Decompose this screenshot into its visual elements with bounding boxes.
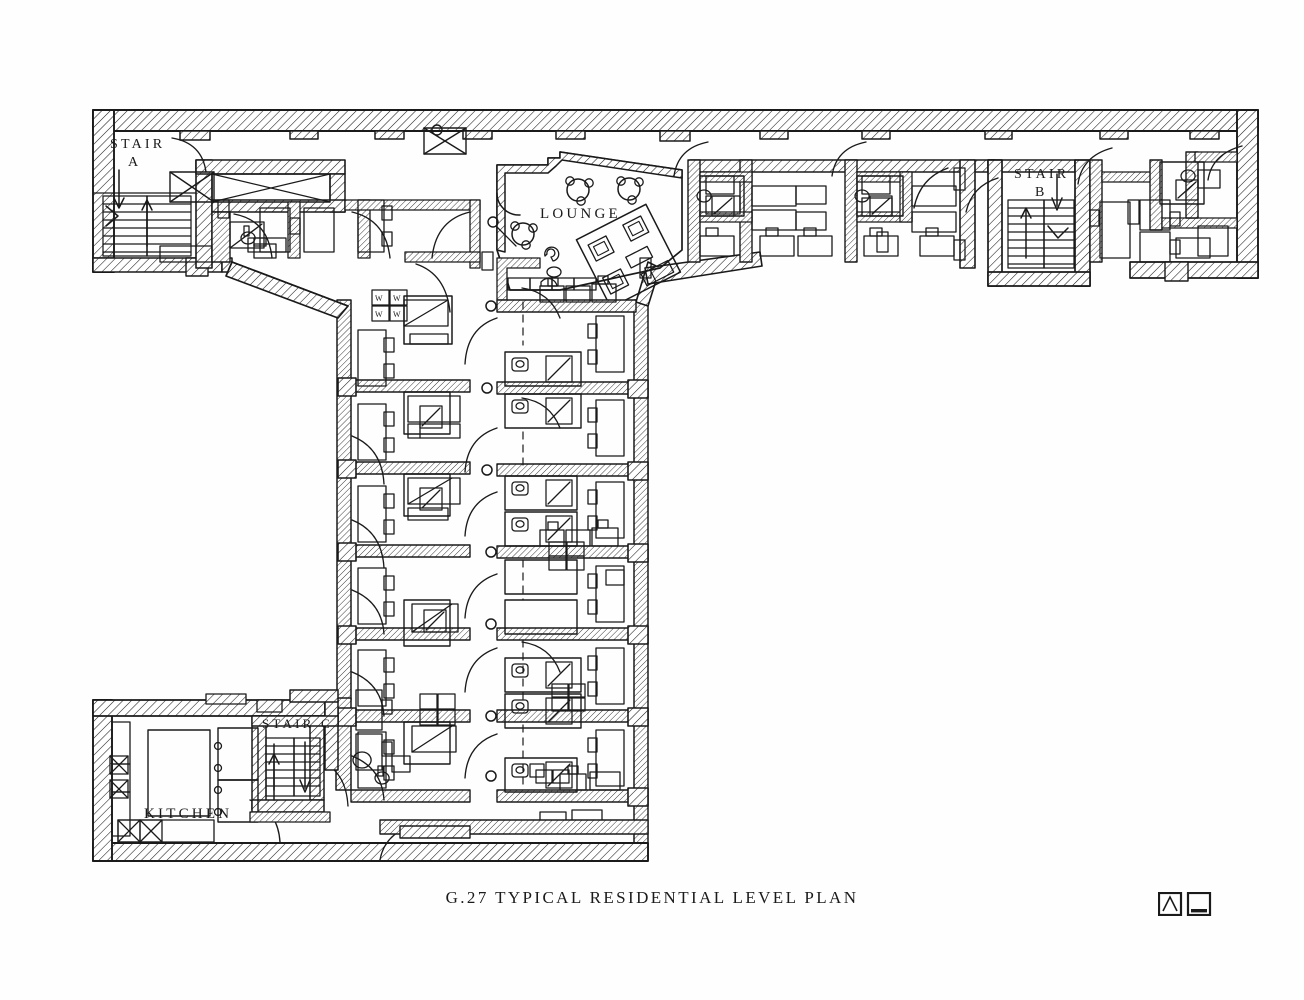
- corridor-columns: [481, 300, 497, 782]
- svg-text:W: W: [393, 310, 401, 319]
- publisher-logo: [1158, 892, 1212, 916]
- triangle-icon: [1162, 895, 1178, 912]
- stair-b-arrows: [1020, 173, 1069, 259]
- svg-text:W: W: [375, 310, 383, 319]
- stair-a-arrows: [105, 169, 153, 247]
- stair-a-shaft-symbol: [169, 171, 215, 203]
- locker-banks: W W W W: [217, 167, 1140, 784]
- lounge-label: LOUNGE: [540, 206, 621, 222]
- svg-text:W: W: [375, 294, 383, 303]
- interior-partitions-northeast: [687, 151, 1238, 287]
- lounge-furniture: [507, 176, 682, 309]
- north-bar-furniture: [159, 161, 1229, 263]
- stair-a-label-line2: A: [128, 155, 141, 170]
- kitchen-label: KITCHEN: [144, 806, 232, 822]
- southwest-interior: [249, 689, 649, 839]
- stair-b-label-line2: B: [1035, 185, 1048, 200]
- door-swings: [171, 137, 1243, 861]
- logo-square-left: [1158, 892, 1183, 916]
- stair-b: [1007, 173, 1075, 269]
- svg-text:W: W: [393, 294, 401, 303]
- drawing-caption: G.27 TYPICAL RESIDENTIAL LEVEL PLAN: [445, 888, 859, 907]
- room-furniture-west: [357, 199, 461, 789]
- lounge-room: [487, 151, 683, 309]
- stair-c: [251, 715, 325, 813]
- stair-a-label-line1: STAIR: [110, 137, 165, 152]
- kitchen-burners: [213, 741, 223, 817]
- stair-a: [102, 169, 192, 257]
- stair-b-label-line1: STAIR: [1014, 167, 1069, 182]
- stair-c-arrows: [268, 741, 311, 801]
- roof-shaft-symbol: [423, 124, 467, 155]
- bathroom-fixtures: [240, 169, 1196, 789]
- interior-partitions-northwest: [92, 159, 481, 307]
- kitchen-room: [109, 721, 259, 843]
- stair-c-label: STAIR C: [262, 716, 333, 731]
- logo-base-bar-icon: [1191, 909, 1207, 913]
- exterior-walls: [92, 109, 1259, 862]
- logo-square-right: [1186, 892, 1212, 916]
